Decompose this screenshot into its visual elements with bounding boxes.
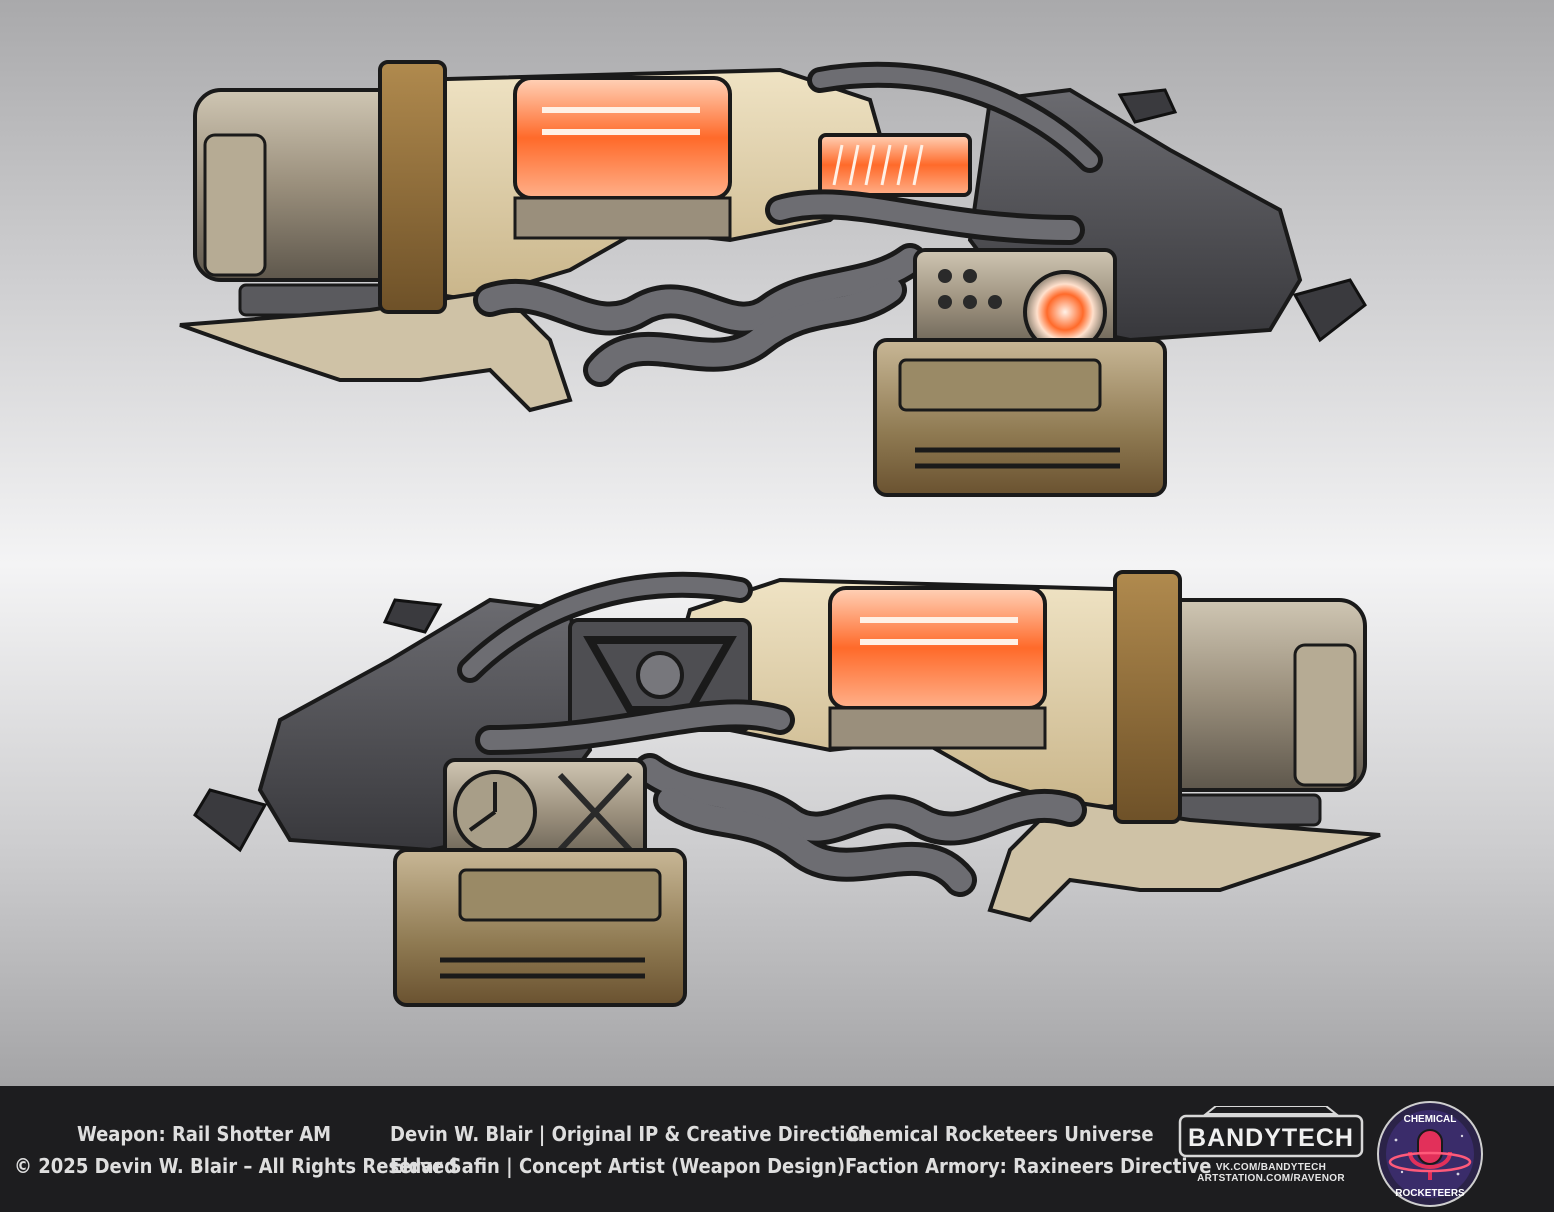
- concept-artboard: [0, 0, 1554, 1086]
- chemical-rocketeers-logo: CHEMICAL ROCKETEERS: [1370, 1100, 1490, 1208]
- bandytech-vk-url: VK.COM/BANDYTECH: [1215, 1162, 1327, 1173]
- credits-weapon-column: Weapon: Rail Shotter AM © 2025 Devin W. …: [14, 1118, 458, 1182]
- bandytech-artstation-url: ARTSTATION.COM/RAVENOR: [1197, 1173, 1345, 1184]
- weapon-side-view-left: [170, 40, 1390, 510]
- creative-director-credit: Devin W. Blair | Original IP & Creative …: [390, 1122, 871, 1146]
- faction-name: Faction Armory: Raxineers Directive: [845, 1154, 1212, 1178]
- chemical-rocketeers-emblem: CHEMICAL ROCKETEERS: [1377, 1101, 1483, 1207]
- weapon-illustration-right: [193, 570, 1381, 1007]
- universe-name: Chemical Rocketeers Universe: [846, 1122, 1154, 1146]
- copyright-notice: © 2025 Devin W. Blair – All Rights Reser…: [14, 1154, 458, 1178]
- credits-footer: Weapon: Rail Shotter AM © 2025 Devin W. …: [0, 1086, 1554, 1212]
- weapon-side-view-right: [170, 550, 1390, 1020]
- bandytech-wordmark: BANDYTECH: [1178, 1106, 1364, 1158]
- credits-universe-column: Chemical Rocketeers Universe Faction Arm…: [845, 1118, 1212, 1182]
- rocketeers-line2: ROCKETEERS: [1395, 1188, 1465, 1199]
- weapon-illustration-left: [179, 60, 1367, 497]
- bandytech-name: BANDYTECH: [1188, 1124, 1354, 1152]
- credits-artists-column: Devin W. Blair | Original IP & Creative …: [390, 1118, 871, 1182]
- rocketeers-line1: CHEMICAL: [1404, 1114, 1457, 1125]
- weapon-name: Weapon: Rail Shotter AM: [76, 1122, 332, 1146]
- concept-artist-credit: Eldar Safin | Concept Artist (Weapon Des…: [390, 1154, 846, 1178]
- microphone-icon: [1417, 1129, 1443, 1165]
- bandytech-logo: BANDYTECH VK.COM/BANDYTECH ARTSTATION.CO…: [1175, 1106, 1367, 1202]
